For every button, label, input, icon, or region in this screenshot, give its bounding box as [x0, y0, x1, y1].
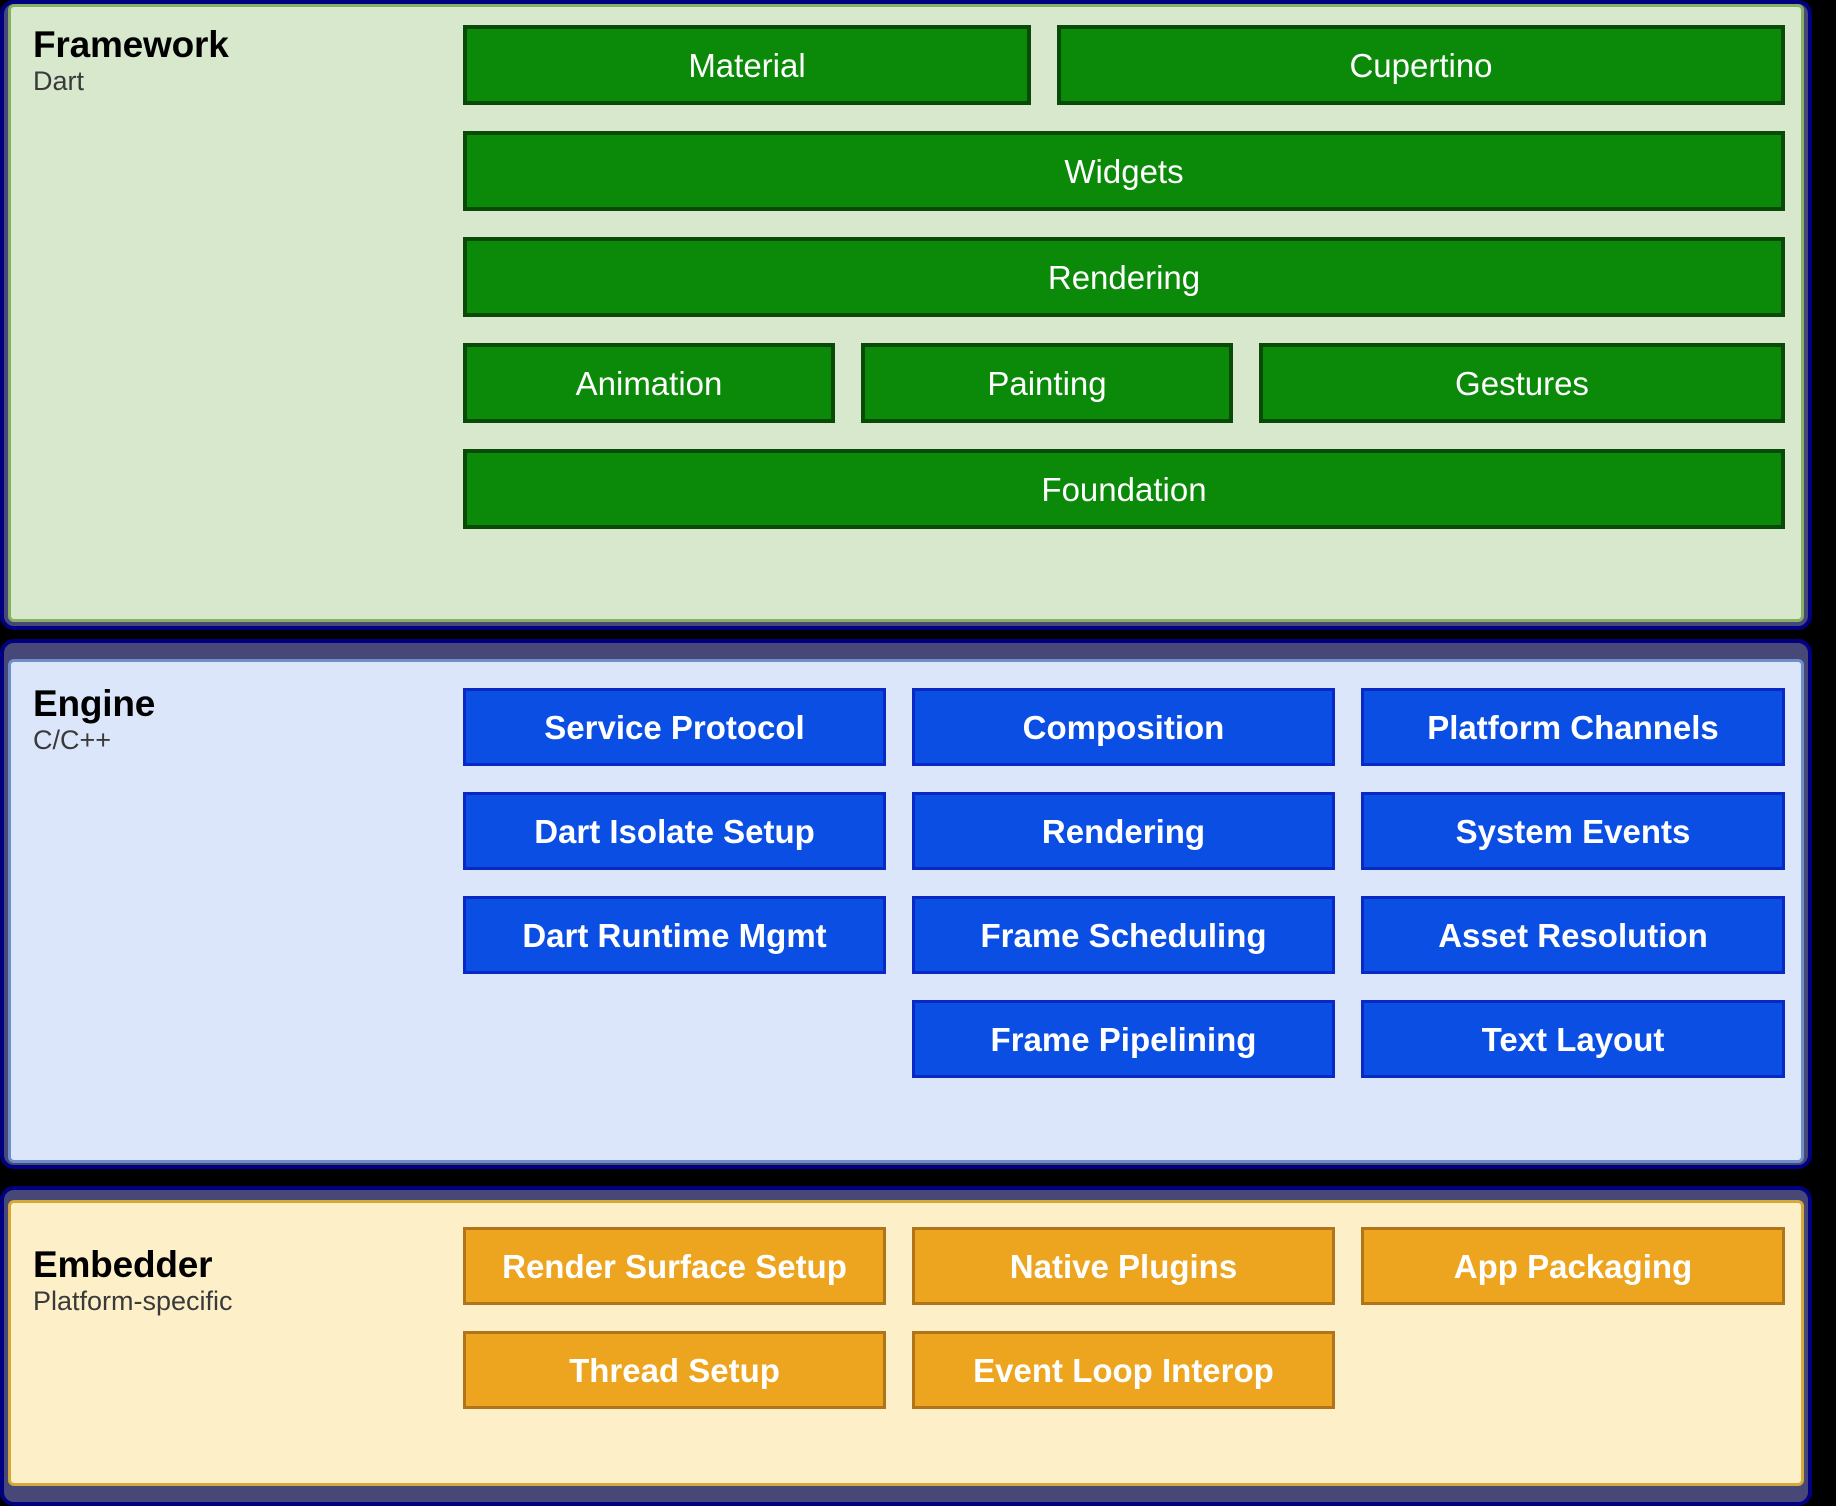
spacer	[463, 870, 1785, 896]
engine-box-system-events[interactable]: System Events	[1361, 792, 1785, 870]
engine-box-rendering[interactable]: Rendering	[912, 792, 1335, 870]
engine-heading: Engine C/C++	[33, 684, 393, 758]
embedder-box-thread-setup[interactable]: Thread Setup	[463, 1331, 886, 1409]
embedder-box-render-surface-setup[interactable]: Render Surface Setup	[463, 1227, 886, 1305]
engine-box-service-protocol[interactable]: Service Protocol	[463, 688, 886, 766]
framework-content: Material Cupertino Widgets Rendering Ani…	[463, 25, 1785, 529]
engine-box-composition[interactable]: Composition	[912, 688, 1335, 766]
spacer	[1031, 25, 1057, 105]
embedder-title: Embedder	[33, 1244, 213, 1285]
embedder-heading: Embedder Platform-specific	[33, 1245, 393, 1319]
engine-content: Service Protocol Composition Platform Ch…	[463, 688, 1785, 1078]
framework-heading: Framework Dart	[33, 25, 393, 99]
spacer	[463, 974, 1785, 1000]
framework-box-cupertino[interactable]: Cupertino	[1057, 25, 1785, 105]
embedder-box-event-loop-interop[interactable]: Event Loop Interop	[912, 1331, 1335, 1409]
spacer	[463, 105, 1785, 131]
framework-row-5: Foundation	[463, 449, 1785, 529]
spacer	[1335, 1000, 1361, 1078]
engine-row-3: Dart Runtime Mgmt Frame Scheduling Asset…	[463, 896, 1785, 974]
engine-box-text-layout[interactable]: Text Layout	[1361, 1000, 1785, 1078]
embedder-row-2-spacer	[1361, 1331, 1785, 1409]
engine-row-2: Dart Isolate Setup Rendering System Even…	[463, 792, 1785, 870]
spacer	[886, 896, 912, 974]
spacer	[463, 211, 1785, 237]
spacer	[886, 1331, 912, 1409]
embedder-box-app-packaging[interactable]: App Packaging	[1361, 1227, 1785, 1305]
framework-row-3: Rendering	[463, 237, 1785, 317]
spacer	[1335, 688, 1361, 766]
embedder-content: Render Surface Setup Native Plugins App …	[463, 1227, 1785, 1409]
framework-title: Framework	[33, 24, 229, 65]
embedder-subtitle: Platform-specific	[33, 1285, 233, 1316]
framework-box-widgets[interactable]: Widgets	[463, 131, 1785, 211]
engine-row-1: Service Protocol Composition Platform Ch…	[463, 688, 1785, 766]
spacer	[463, 317, 1785, 343]
embedder-row-2: Thread Setup Event Loop Interop	[463, 1331, 1785, 1409]
engine-box-frame-scheduling[interactable]: Frame Scheduling	[912, 896, 1335, 974]
framework-row-2: Widgets	[463, 131, 1785, 211]
spacer	[835, 343, 861, 423]
framework-row-1: Material Cupertino	[463, 25, 1785, 105]
framework-subtitle: Dart	[33, 65, 85, 96]
embedder-box-native-plugins[interactable]: Native Plugins	[912, 1227, 1335, 1305]
framework-box-painting[interactable]: Painting	[861, 343, 1233, 423]
framework-box-gestures[interactable]: Gestures	[1259, 343, 1785, 423]
engine-box-dart-isolate-setup[interactable]: Dart Isolate Setup	[463, 792, 886, 870]
spacer	[886, 688, 912, 766]
engine-box-frame-pipelining[interactable]: Frame Pipelining	[912, 1000, 1335, 1078]
spacer	[1335, 896, 1361, 974]
framework-box-rendering[interactable]: Rendering	[463, 237, 1785, 317]
engine-subtitle: C/C++	[33, 724, 112, 755]
engine-title: Engine	[33, 683, 156, 724]
framework-box-material[interactable]: Material	[463, 25, 1031, 105]
spacer	[463, 766, 1785, 792]
engine-box-dart-runtime-mgmt[interactable]: Dart Runtime Mgmt	[463, 896, 886, 974]
spacer	[886, 792, 912, 870]
spacer	[1335, 1331, 1361, 1409]
framework-row-4: Animation Painting Gestures	[463, 343, 1785, 423]
spacer	[1335, 1227, 1361, 1305]
engine-row-4: Frame Pipelining Text Layout	[463, 1000, 1785, 1078]
framework-box-foundation[interactable]: Foundation	[463, 449, 1785, 529]
spacer	[463, 423, 1785, 449]
spacer	[1335, 792, 1361, 870]
engine-panel: Engine C/C++ Service Protocol Compositio…	[8, 659, 1804, 1163]
spacer	[886, 1000, 912, 1078]
engine-box-platform-channels[interactable]: Platform Channels	[1361, 688, 1785, 766]
framework-box-animation[interactable]: Animation	[463, 343, 835, 423]
spacer	[463, 1305, 1785, 1331]
spacer	[886, 1227, 912, 1305]
embedder-panel: Embedder Platform-specific Render Surfac…	[8, 1200, 1804, 1486]
engine-box-asset-resolution[interactable]: Asset Resolution	[1361, 896, 1785, 974]
embedder-row-1: Render Surface Setup Native Plugins App …	[463, 1227, 1785, 1305]
engine-row-4-spacer	[463, 1000, 886, 1078]
spacer	[1233, 343, 1259, 423]
framework-panel: Framework Dart Material Cupertino Widget…	[8, 4, 1804, 622]
